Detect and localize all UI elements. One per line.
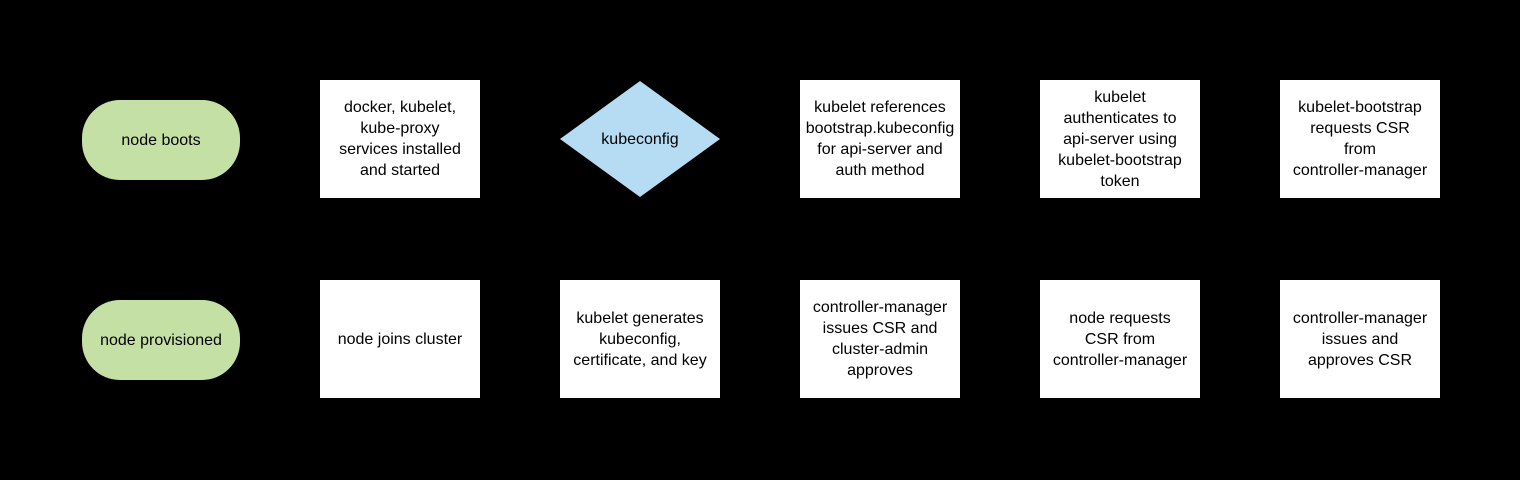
process-node-joins-cluster: node joins cluster [320,280,480,398]
process-controller-manager-issues-approves: controller-manager issues and approves C… [1280,280,1440,398]
process-controller-manager-issues-csr-admin-approves: controller-manager issues CSR and cluste… [800,280,960,398]
process-node-requests-csr: node requests CSR from controller-manage… [1040,280,1200,398]
process-services-installed: docker, kubelet, kube-proxy services ins… [320,80,480,198]
process-kubelet-generates-kubeconfig: kubelet generates kubeconfig, certificat… [560,280,720,398]
process-references-bootstrap-kubeconfig: kubelet references bootstrap.kubeconfig … [800,80,960,198]
terminal-node-provisioned: node provisioned [82,300,240,380]
process-kubelet-authenticates: kubelet authenticates to api-server usin… [1040,80,1200,198]
terminal-node-boots: node boots [82,100,240,180]
process-kubelet-bootstrap-requests-csr: kubelet-bootstrap requests CSR from cont… [1280,80,1440,198]
decision-kubeconfig-diamond: kubeconfig [560,81,720,197]
